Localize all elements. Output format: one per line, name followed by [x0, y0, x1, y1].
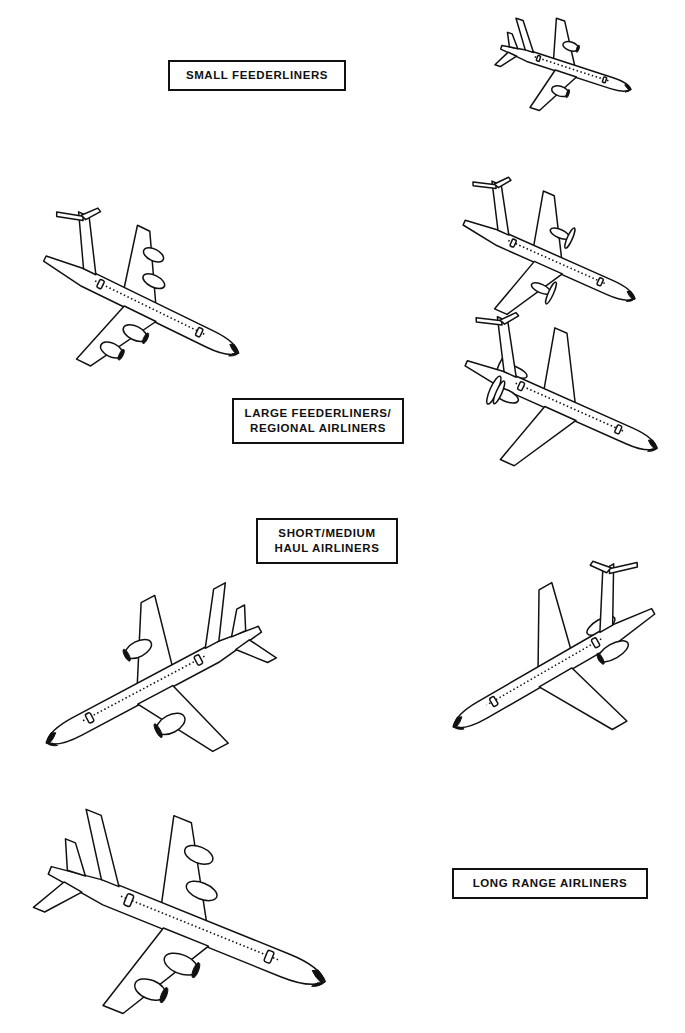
short-haul-rearjet: [415, 541, 685, 798]
regional-jet: [11, 195, 269, 422]
category-box: SMALL FEEDERLINERS: [168, 60, 346, 91]
category-label: LARGE FEEDERLINERS/ REGIONAL AIRLINERS: [242, 406, 394, 436]
regional-jet-tail: [40, 193, 123, 275]
category-box: LONG RANGE AIRLINERS: [452, 868, 648, 899]
small-feederliner: [486, 5, 645, 136]
category-box: SHORT/MEDIUM HAUL AIRLINERS: [256, 518, 398, 564]
long-range-airliner: [10, 780, 361, 1033]
long-range-tail: [33, 805, 141, 934]
category-label: SMALL FEEDERLINERS: [178, 68, 336, 83]
category-label: LONG RANGE AIRLINERS: [462, 876, 638, 891]
category-box: LARGE FEEDERLINERS/ REGIONAL AIRLINERS: [232, 398, 404, 444]
regional-turboprop: [429, 163, 659, 359]
regional-propfan: [427, 297, 685, 516]
short-haul-twinjet: [9, 559, 301, 819]
category-label: SHORT/MEDIUM HAUL AIRLINERS: [266, 526, 388, 556]
